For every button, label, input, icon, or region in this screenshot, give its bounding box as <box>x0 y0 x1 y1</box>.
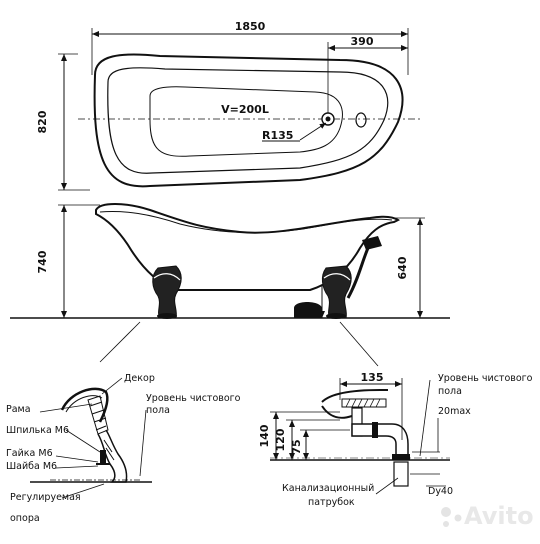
left-claw-foot <box>152 265 182 319</box>
volume-label: V=200L <box>221 103 269 116</box>
tub-outer-rim <box>93 53 404 188</box>
width-135-label: 135 <box>361 371 384 384</box>
radius-label: R135 <box>262 129 293 142</box>
avito-watermark: Avito <box>441 502 534 530</box>
width-label: 820 <box>36 110 49 133</box>
stud-label: Шпилька М6 <box>6 425 69 436</box>
side-view: 740 640 325 <box>10 203 450 319</box>
total-height-label: 740 <box>36 250 49 273</box>
max-20-label: 20max <box>438 406 471 417</box>
drain-pipe <box>351 423 409 457</box>
height-75-label: 75 <box>290 439 303 454</box>
top-view: 1850 390 820 V=200L R135 <box>36 20 420 191</box>
foot-floor-level-label-2: пола <box>146 405 170 416</box>
dy40-label: Dy40 <box>428 486 453 497</box>
drain-trap-icon <box>294 302 322 318</box>
drain-offset-label: 390 <box>351 35 374 48</box>
decor-label: Декор <box>124 373 155 384</box>
drain-floor-level-label-2: пола <box>438 386 462 397</box>
overflow-icon <box>355 112 367 128</box>
pipe-label-1: Канализационный <box>282 483 374 494</box>
support-label-1: Регулируемая <box>10 492 81 503</box>
foot-detail: Декор Уровень чистового пола Рама Шпильк… <box>6 373 241 524</box>
right-claw-foot <box>321 265 352 319</box>
height-140-label: 140 <box>258 424 271 447</box>
support-label-2: опора <box>10 513 40 524</box>
nut-label: Гайка М6 <box>6 448 53 459</box>
washer-label: Шайба М6 <box>6 461 57 472</box>
rim-height-label: 640 <box>396 256 409 279</box>
length-label: 1850 <box>235 20 266 33</box>
overflow-pipe <box>362 236 382 250</box>
foot-floor-level-label-1: Уровень чистового <box>146 393 241 404</box>
tub-basin <box>149 86 343 157</box>
watermark-text: Avito <box>464 502 534 530</box>
drain-floor-level-label-1: Уровень чистового <box>438 373 533 384</box>
pipe-label-2: патрубок <box>308 497 355 508</box>
frame-label: Рама <box>6 404 31 415</box>
sewer-pipe <box>393 461 409 487</box>
drain-detail: 135 140 120 75 20max Dy40 Уровень чистов… <box>258 371 533 508</box>
tub-inner-rim <box>107 67 389 174</box>
stud-icon <box>100 450 106 464</box>
tub-body-side <box>95 203 400 291</box>
height-120-label: 120 <box>274 428 287 451</box>
